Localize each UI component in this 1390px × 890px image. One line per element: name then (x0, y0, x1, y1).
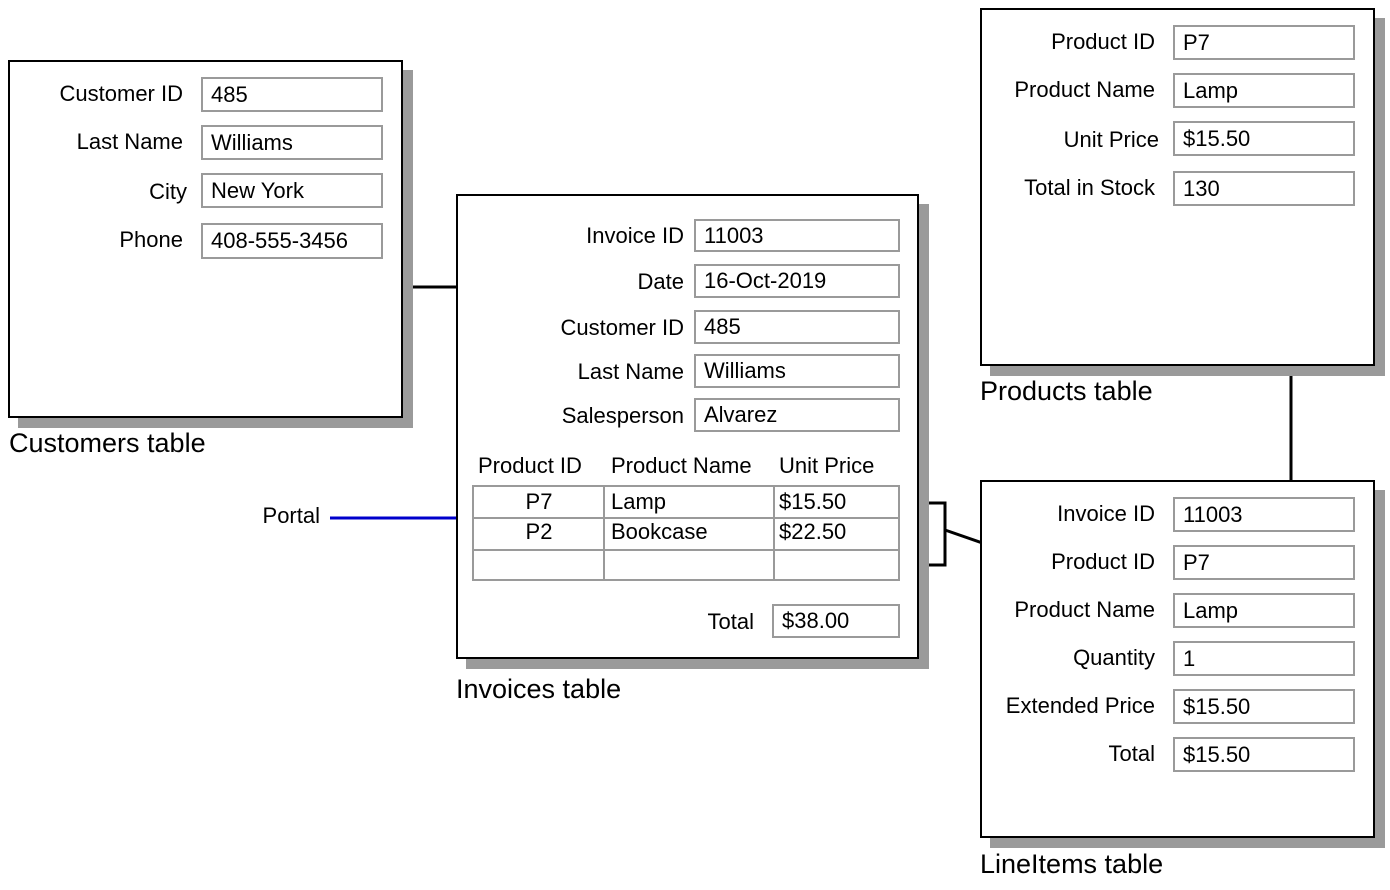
lineitems-label-quantity: Quantity (1073, 645, 1155, 670)
lineitems-label-product-id: Product ID (1051, 549, 1155, 574)
lineitems-field-total[interactable]: $15.50 (1173, 737, 1355, 772)
invoices-label-customer-id: Customer ID (560, 315, 684, 340)
invoices-field-total[interactable]: $38.00 (772, 604, 900, 638)
invoices-label-salesperson: Salesperson (561, 403, 684, 428)
invoices-label-invoice-id: Invoice ID (586, 223, 684, 248)
products-field-product-name[interactable]: Lamp (1173, 73, 1355, 108)
portal-grid[interactable] (472, 485, 900, 581)
portal-header-product-name: Product Name (611, 453, 752, 478)
lineitems-field-product-id[interactable]: P7 (1173, 545, 1355, 580)
lineitems-field-product-name[interactable]: Lamp (1173, 593, 1355, 628)
portal-row2-unit-price[interactable]: $22.50 (779, 519, 847, 544)
portal-row1-product-name[interactable]: Lamp (611, 489, 667, 514)
products-label-product-name: Product Name (1014, 77, 1155, 102)
customers-field-phone[interactable]: 408-555-3456 (201, 223, 383, 259)
portal-header-product-id: Product ID (478, 453, 582, 478)
products-caption: Products table (980, 376, 1153, 406)
invoices-field-customer-id[interactable]: 485 (694, 310, 900, 344)
products-label-product-id: Product ID (1051, 29, 1155, 54)
portal-row1-product-id[interactable]: P7 (525, 489, 553, 514)
invoices-label-date: Date (637, 269, 684, 294)
customers-caption: Customers table (9, 428, 206, 458)
invoices-field-last-name[interactable]: Williams (694, 354, 900, 388)
lineitems-caption: LineItems table (980, 849, 1164, 879)
invoices-field-date[interactable]: 16-Oct-2019 (694, 264, 900, 298)
customers-label-customer-id: Customer ID (59, 81, 183, 106)
invoices-field-salesperson[interactable]: Alvarez (694, 398, 900, 432)
portal-row1-unit-price[interactable]: $15.50 (779, 489, 847, 514)
invoices-field-invoice-id[interactable]: 11003 (694, 219, 900, 252)
products-field-total-in-stock[interactable]: 130 (1173, 171, 1355, 206)
invoices-label-last-name: Last Name (577, 359, 684, 384)
portal-row2-product-name[interactable]: Bookcase (611, 519, 708, 544)
portal-row2-product-id[interactable]: P2 (525, 519, 553, 544)
products-label-total-in-stock: Total in Stock (1024, 175, 1155, 200)
products-field-product-id[interactable]: P7 (1173, 25, 1355, 60)
lineitems-field-invoice-id[interactable]: 11003 (1173, 497, 1355, 532)
lineitems-field-quantity[interactable]: 1 (1173, 641, 1355, 676)
customers-field-city[interactable]: New York (201, 173, 383, 208)
portal-label: Portal (262, 503, 320, 528)
lineitems-label-total: Total (1108, 741, 1155, 766)
portal-header-unit-price: Unit Price (779, 453, 875, 478)
lineitems-label-extended-price: Extended Price (1005, 693, 1155, 718)
lineitems-field-extended-price[interactable]: $15.50 (1173, 689, 1355, 724)
products-label-unit-price: Unit Price (1063, 127, 1159, 152)
customers-label-phone: Phone (119, 227, 183, 252)
lineitems-label-invoice-id: Invoice ID (1057, 501, 1155, 526)
customers-field-last-name[interactable]: Williams (201, 125, 383, 160)
customers-label-city: City (149, 179, 187, 204)
products-field-unit-price[interactable]: $15.50 (1173, 121, 1355, 156)
invoices-label-total: Total (707, 609, 754, 634)
invoices-caption: Invoices table (456, 674, 622, 704)
lineitems-label-product-name: Product Name (1014, 597, 1155, 622)
customers-label-last-name: Last Name (76, 129, 183, 154)
customers-field-customer-id[interactable]: 485 (201, 77, 383, 112)
